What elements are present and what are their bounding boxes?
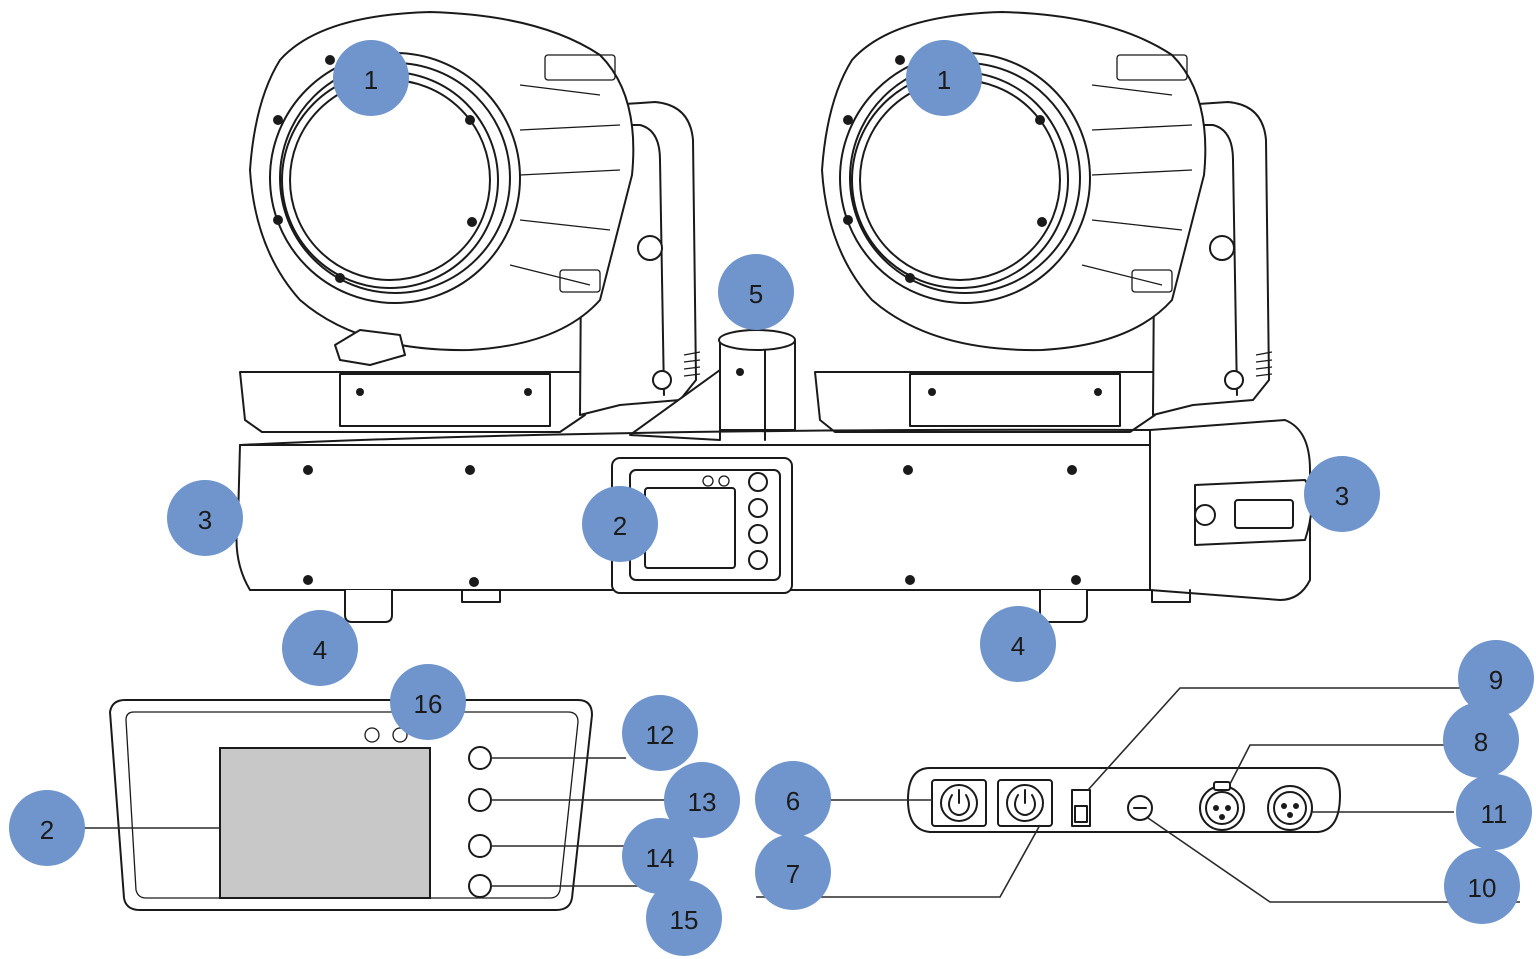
callout-button-1: 12 xyxy=(622,695,698,771)
svg-text:1: 1 xyxy=(364,65,378,95)
svg-text:9: 9 xyxy=(1489,665,1503,695)
rear-connector-panel xyxy=(907,767,1341,833)
menu-button-1 xyxy=(468,746,492,770)
svg-text:3: 3 xyxy=(1335,481,1349,511)
callout-mount-pole: 5 xyxy=(718,254,794,330)
svg-text:14: 14 xyxy=(646,843,675,873)
svg-text:3: 3 xyxy=(198,505,212,535)
svg-text:2: 2 xyxy=(613,511,627,541)
callout-handle-right: 3 xyxy=(1304,456,1380,532)
callout-head-left: 1 xyxy=(333,40,409,116)
menu-button-4 xyxy=(468,874,492,898)
menu-button-3 xyxy=(468,834,492,858)
callout-foot-left: 4 xyxy=(282,610,358,686)
indicator-led-2 xyxy=(392,727,408,743)
callout-dmx-in: 8 xyxy=(1443,702,1519,778)
svg-text:2: 2 xyxy=(40,815,54,845)
callout-dmx-out: 11 xyxy=(1456,774,1532,850)
callout-display-detail: 2 xyxy=(9,790,85,866)
callout-power-in: 6 xyxy=(755,761,831,837)
svg-text:7: 7 xyxy=(786,859,800,889)
svg-text:4: 4 xyxy=(1011,631,1025,661)
callout-button-4: 15 xyxy=(646,880,722,956)
svg-text:6: 6 xyxy=(786,786,800,816)
svg-text:12: 12 xyxy=(646,720,675,750)
moving-head-left xyxy=(239,11,701,433)
callout-display-main: 2 xyxy=(582,486,658,562)
svg-text:11: 11 xyxy=(1481,799,1508,829)
leader-lines xyxy=(82,687,1520,903)
svg-text:5: 5 xyxy=(749,279,763,309)
menu-button-2 xyxy=(468,788,492,812)
svg-text:8: 8 xyxy=(1474,727,1488,757)
callout-fuse: 10 xyxy=(1444,848,1520,924)
svg-text:13: 13 xyxy=(688,787,717,817)
callout-power-out: 7 xyxy=(755,834,831,910)
svg-text:4: 4 xyxy=(313,635,327,665)
svg-text:10: 10 xyxy=(1468,873,1497,903)
callout-power-switch: 9 xyxy=(1458,640,1534,716)
svg-text:15: 15 xyxy=(670,905,699,935)
bar-base xyxy=(235,419,1313,623)
callout-foot-right: 4 xyxy=(980,606,1056,682)
callout-handle-left: 3 xyxy=(167,480,243,556)
moving-head-right xyxy=(814,11,1273,433)
svg-text:16: 16 xyxy=(414,689,443,719)
callout-indicator-leds: 16 xyxy=(390,664,466,740)
callout-button-3: 14 xyxy=(622,818,698,894)
display-panel-detail xyxy=(109,699,593,911)
callout-button-2: 13 xyxy=(664,762,740,838)
svg-text:1: 1 xyxy=(937,65,951,95)
callout-head-right: 1 xyxy=(906,40,982,116)
display-screen xyxy=(219,747,431,899)
mount-pole xyxy=(629,329,796,441)
indicator-led-1 xyxy=(364,727,380,743)
